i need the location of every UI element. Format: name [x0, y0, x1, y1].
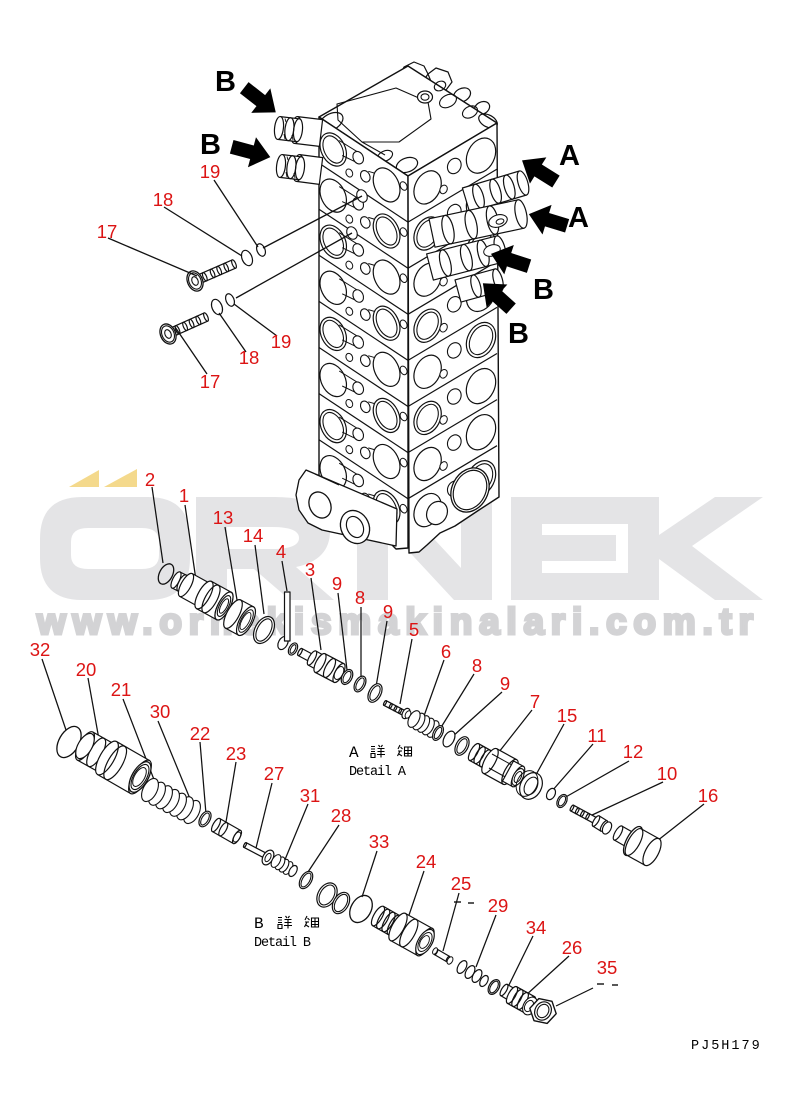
svg-text:21: 21 — [111, 679, 132, 700]
svg-text:2: 2 — [145, 469, 155, 490]
svg-text:6: 6 — [441, 641, 451, 662]
svg-text:B: B — [533, 274, 554, 306]
svg-text:Detail A: Detail A — [349, 765, 407, 780]
svg-text:17: 17 — [97, 221, 118, 242]
svg-text:20: 20 — [76, 659, 97, 680]
svg-text:www.ornekismakinalari.com.tr: www.ornekismakinalari.com.tr — [36, 601, 753, 642]
svg-text:B: B — [508, 318, 529, 350]
svg-text:25: 25 — [451, 873, 472, 894]
svg-text:3: 3 — [305, 559, 315, 580]
svg-text:11: 11 — [587, 725, 606, 746]
svg-text:18: 18 — [239, 347, 260, 368]
svg-text:A: A — [559, 140, 580, 172]
svg-text:19: 19 — [271, 331, 292, 352]
svg-text:35: 35 — [597, 957, 618, 978]
svg-text:Detail B: Detail B — [254, 936, 311, 951]
svg-text:A: A — [568, 202, 589, 234]
svg-text:13: 13 — [213, 507, 234, 528]
svg-text:15: 15 — [557, 705, 578, 726]
svg-text:30: 30 — [150, 701, 171, 722]
svg-text:4: 4 — [276, 541, 286, 562]
svg-text:B: B — [215, 66, 236, 98]
svg-text:9: 9 — [383, 601, 393, 622]
svg-text:33: 33 — [369, 831, 390, 852]
svg-text:10: 10 — [657, 763, 678, 784]
svg-text:31: 31 — [300, 785, 321, 806]
svg-text:17: 17 — [200, 371, 221, 392]
svg-text:9: 9 — [500, 673, 510, 694]
svg-text:A: A — [349, 744, 359, 762]
svg-text:24: 24 — [416, 851, 437, 872]
svg-text:34: 34 — [526, 917, 547, 938]
svg-text:7: 7 — [530, 691, 540, 712]
svg-text:26: 26 — [562, 937, 583, 958]
svg-text:19: 19 — [200, 161, 221, 182]
svg-text:B: B — [254, 915, 264, 933]
svg-text:22: 22 — [190, 723, 211, 744]
svg-text:23: 23 — [226, 743, 247, 764]
svg-text:27: 27 — [264, 763, 285, 784]
svg-text:12: 12 — [623, 741, 644, 762]
svg-text:29: 29 — [488, 895, 509, 916]
svg-text:B: B — [200, 129, 221, 161]
svg-text:32: 32 — [30, 639, 51, 660]
svg-text:28: 28 — [331, 805, 352, 826]
svg-text:1: 1 — [179, 485, 189, 506]
svg-text:8: 8 — [355, 587, 365, 608]
svg-text:14: 14 — [243, 525, 264, 546]
svg-text:5: 5 — [409, 619, 419, 640]
svg-text:8: 8 — [472, 655, 482, 676]
svg-text:18: 18 — [153, 189, 174, 210]
svg-text:16: 16 — [698, 785, 719, 806]
svg-text:9: 9 — [332, 573, 342, 594]
svg-text:PJ5H179: PJ5H179 — [691, 1039, 762, 1054]
